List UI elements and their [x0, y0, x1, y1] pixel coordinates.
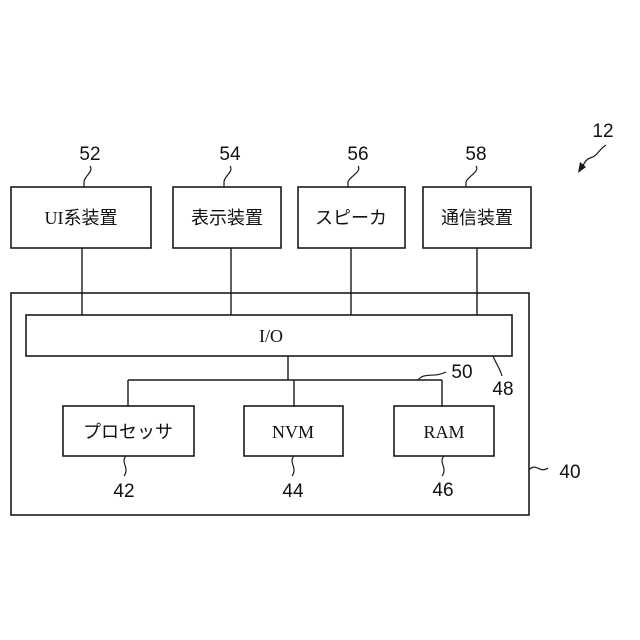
- bus-ref: 50: [451, 362, 472, 383]
- device-speaker-leader: [348, 166, 359, 187]
- component-nvm-label: NVM: [272, 422, 314, 442]
- device-comm: 通信装置: [423, 187, 531, 248]
- device-display-leader: [224, 166, 231, 187]
- device-speaker-label: スピーカ: [315, 208, 387, 228]
- device-ui-leader: [84, 166, 91, 187]
- enclosure-leader: [529, 467, 548, 470]
- device-speaker-ref: 56: [347, 144, 368, 165]
- component-ram-label: RAM: [423, 422, 464, 442]
- component-nvm-ref: 44: [282, 481, 304, 502]
- device-comm-ref: 58: [465, 144, 486, 165]
- io-ref: 48: [492, 379, 513, 400]
- device-comm-label: 通信装置: [441, 208, 513, 228]
- device-ui-label: UI系装置: [45, 208, 118, 228]
- component-processor-label: プロセッサ: [83, 422, 173, 442]
- device-display-ref: 54: [219, 144, 241, 165]
- component-ram-ref: 46: [432, 480, 453, 501]
- device-display-label: 表示装置: [191, 208, 263, 228]
- io-label: I/O: [259, 326, 283, 346]
- figure-ref-arrow: [578, 145, 606, 173]
- figure-ref-label: 12: [592, 121, 613, 142]
- device-ui: UI系装置: [11, 187, 151, 248]
- component-processor-ref: 42: [113, 481, 134, 502]
- device-display: 表示装置: [173, 187, 281, 248]
- component-ram: RAM: [394, 406, 494, 456]
- device-speaker: スピーカ: [298, 187, 405, 248]
- device-ui-ref: 52: [79, 144, 100, 165]
- component-processor: プロセッサ: [63, 406, 194, 456]
- enclosure-ref: 40: [559, 462, 580, 483]
- component-nvm: NVM: [244, 406, 343, 456]
- io-block: I/O: [26, 315, 512, 356]
- device-comm-leader: [466, 166, 477, 187]
